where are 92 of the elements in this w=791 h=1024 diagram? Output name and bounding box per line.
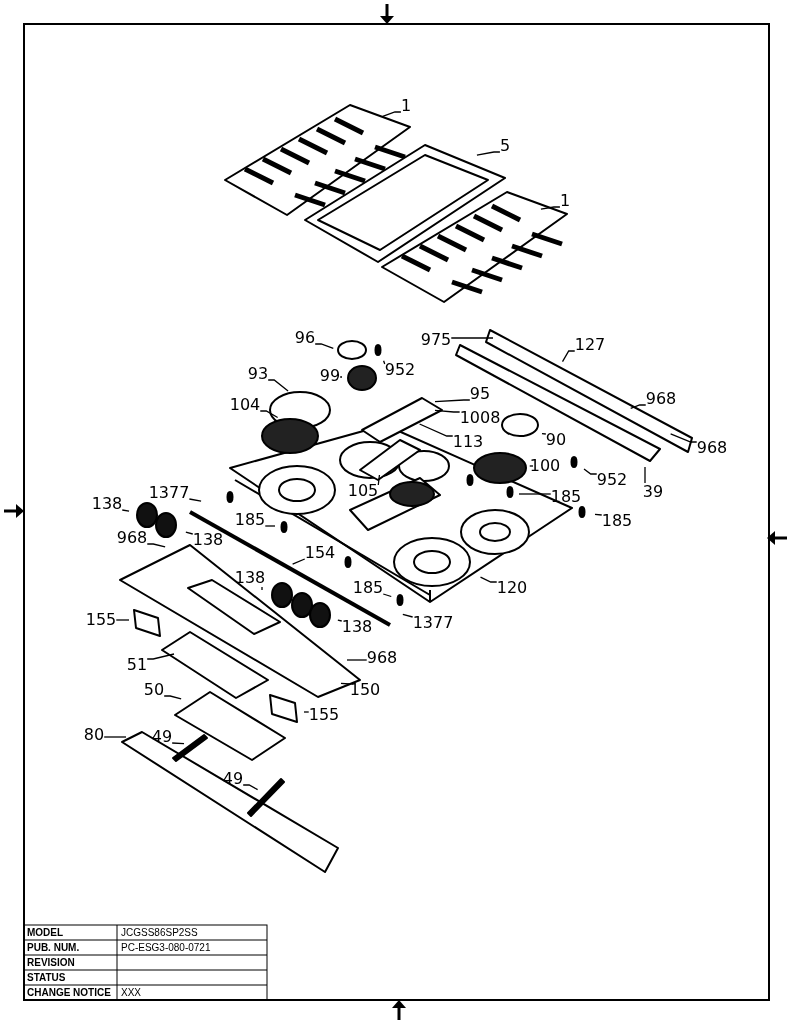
callout-number: 96 — [294, 329, 316, 347]
leader-line — [434, 409, 461, 413]
leader-line — [303, 711, 310, 713]
leader-line — [518, 493, 552, 495]
callout-number: 185 — [352, 579, 384, 597]
leader-line — [103, 736, 127, 738]
callout-number: 95 — [469, 385, 491, 403]
callout-number: 968 — [696, 439, 728, 457]
callout-number: 1 — [559, 192, 571, 210]
leader-line — [314, 343, 334, 349]
leader-line — [630, 404, 647, 409]
leader-line — [146, 653, 175, 660]
leader-line — [644, 466, 646, 484]
callout-number: 185 — [234, 511, 266, 529]
leader-line — [476, 151, 501, 156]
field-value: JCGSS86SP2SS — [121, 927, 198, 939]
leader-line — [670, 433, 698, 443]
leader-line — [382, 593, 392, 598]
callout-number: 968 — [366, 649, 398, 667]
callout-number: 968 — [116, 529, 148, 547]
callout-number: 138 — [341, 618, 373, 636]
callout-number: 155 — [308, 706, 340, 724]
leader-line — [267, 379, 289, 392]
callout-number: 150 — [349, 681, 381, 699]
callout-number: 51 — [126, 656, 148, 674]
callout-number: 952 — [384, 361, 416, 379]
field-name: MODEL — [27, 927, 64, 939]
leader-line — [540, 206, 561, 210]
leader-line — [163, 695, 182, 700]
callout-number: 50 — [143, 681, 165, 699]
leader-line — [541, 432, 547, 435]
callout-number: 93 — [247, 365, 269, 383]
leader-line — [259, 410, 279, 419]
callout-number: 127 — [574, 336, 606, 354]
leader-line — [479, 576, 498, 583]
leader-line — [242, 784, 259, 791]
callout-number: 39 — [642, 483, 664, 501]
leader-line — [561, 350, 576, 363]
leader-line — [337, 619, 343, 622]
leader-line — [291, 558, 306, 565]
leader-line — [434, 399, 471, 403]
leader-line — [529, 465, 534, 467]
leader-line — [185, 531, 194, 535]
callout-number: 975 — [420, 331, 452, 349]
callout-number: 120 — [496, 579, 528, 597]
leader-line — [583, 468, 598, 475]
leader-line — [188, 498, 202, 502]
leader-line — [418, 423, 454, 437]
callout-number: 154 — [304, 544, 336, 562]
callout-number: 5 — [499, 137, 511, 155]
callout-number: 113 — [452, 433, 484, 451]
callout-number: 90 — [545, 431, 567, 449]
leader-line — [115, 619, 130, 621]
leader-line — [339, 376, 343, 378]
callout-number: 1 — [400, 97, 412, 115]
leader-line — [264, 525, 276, 527]
callout-number: 952 — [596, 471, 628, 489]
field-name: CHANGE NOTICE — [27, 987, 111, 999]
leader-line — [340, 682, 351, 685]
leader-line — [594, 513, 603, 516]
field-name: STATUS — [27, 972, 66, 984]
leader-line — [450, 337, 494, 339]
leader-line — [146, 543, 166, 548]
leader-line — [346, 659, 368, 661]
leader-line — [382, 111, 402, 117]
callout-number: 49 — [222, 770, 244, 788]
leader-line — [121, 509, 130, 512]
callout-number: 138 — [234, 569, 266, 587]
leader-line — [261, 586, 263, 591]
field-value: PC-ESG3-080-0721 — [121, 942, 211, 954]
field-name: PUB. NUM. — [27, 942, 80, 954]
field-name: REVISION — [27, 957, 75, 969]
leader-line — [382, 360, 386, 365]
callout-number: 138 — [192, 531, 224, 549]
callout-number: 1008 — [459, 409, 501, 427]
callout-number: 185 — [550, 488, 582, 506]
callout-number: 105 — [347, 482, 379, 500]
callout-number: 100 — [529, 457, 561, 475]
leader-line — [377, 474, 381, 486]
callout-number: 155 — [85, 611, 117, 629]
callout-number: 968 — [645, 390, 677, 408]
callout-number: 80 — [83, 726, 105, 744]
field-value: XXX — [121, 987, 141, 999]
callout-number: 99 — [319, 367, 341, 385]
callout-number: 1377 — [148, 484, 190, 502]
callout-number: 49 — [151, 728, 173, 746]
leader-line — [171, 742, 185, 745]
callout-number: 138 — [91, 495, 123, 513]
callout-number: 185 — [601, 512, 633, 530]
callout-number: 1377 — [412, 614, 454, 632]
leader-line — [402, 613, 414, 618]
callout-number: 104 — [229, 396, 261, 414]
